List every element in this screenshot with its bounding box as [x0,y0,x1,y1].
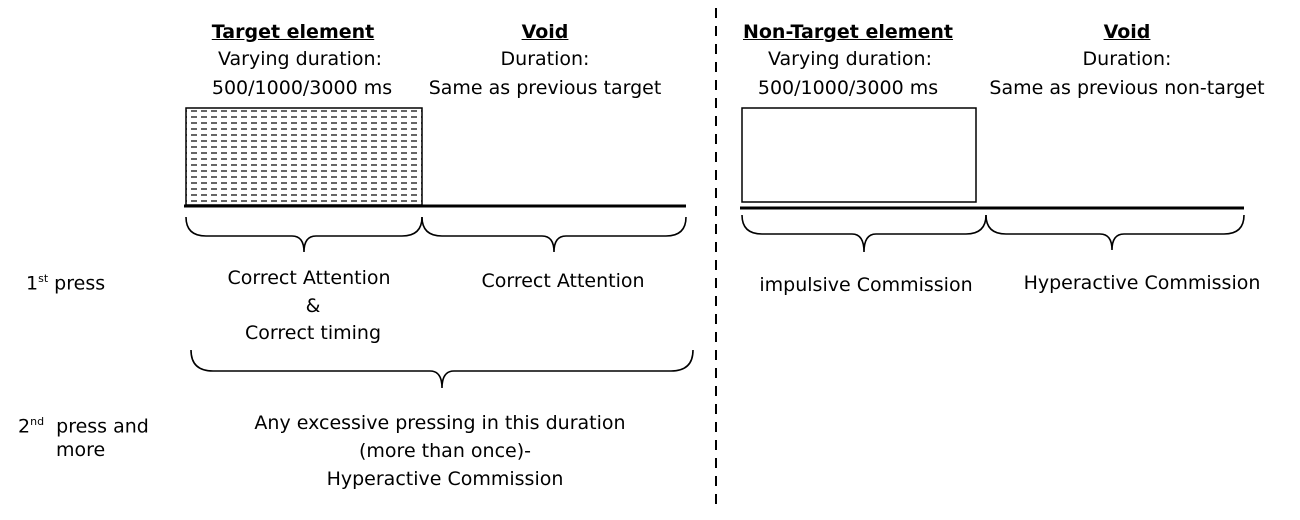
non-target-element-block [741,107,977,203]
non-target-element-heading: Non-Target element [742,21,954,43]
void-duration-value-right: Same as previous non-target [989,77,1265,99]
void-duration-label-left: Duration: [500,48,590,70]
target-void-brace [421,216,687,253]
second-press-suffix: nd [30,415,45,428]
first-press-text: press [48,272,106,295]
second-press-outcome-line2: (more than once)- [359,440,531,462]
second-press-outcome-line1: Any excessive pressing in this duration [254,412,626,434]
target-element-block [185,107,423,206]
void-heading-left: Void [521,21,569,43]
void-heading-right: Void [1103,21,1151,43]
void-first-press-outcome-right: Hyperactive Commission [1023,272,1261,294]
target-first-press-outcome-line3: Correct timing [244,322,382,344]
non-target-void-brace [985,214,1245,251]
target-duration-label: Varying duration: [218,48,382,70]
second-press-number: 2 [18,415,31,438]
void-first-press-outcome-left: Correct Attention [481,270,645,292]
void-duration-label-right: Duration: [1082,48,1172,70]
non-target-duration-value: 500/1000/3000 ms [757,77,939,99]
target-element-heading: Target element [211,21,375,43]
second-press-text: press and [44,415,149,438]
target-first-press-outcome-line1: Correct Attention [227,267,391,289]
non-target-brace [741,214,987,253]
non-target-duration-label: Varying duration: [768,48,932,70]
target-brace [185,216,423,253]
first-press-number: 1 [26,272,39,295]
second-press-label: 2nd press and [18,410,149,438]
non-target-first-press-outcome: impulsive Commission [759,274,973,296]
target-first-press-outcome-line2: & [305,295,321,317]
second-press-label-line2: more [56,439,106,461]
first-press-suffix: st [38,272,49,285]
first-press-label: 1st press [26,267,105,295]
void-duration-value-left: Same as previous target [428,77,662,99]
second-press-outcome-line3: Hyperactive Commission [326,468,564,490]
second-press-brace [190,349,694,389]
target-duration-value: 500/1000/3000 ms [211,77,393,99]
